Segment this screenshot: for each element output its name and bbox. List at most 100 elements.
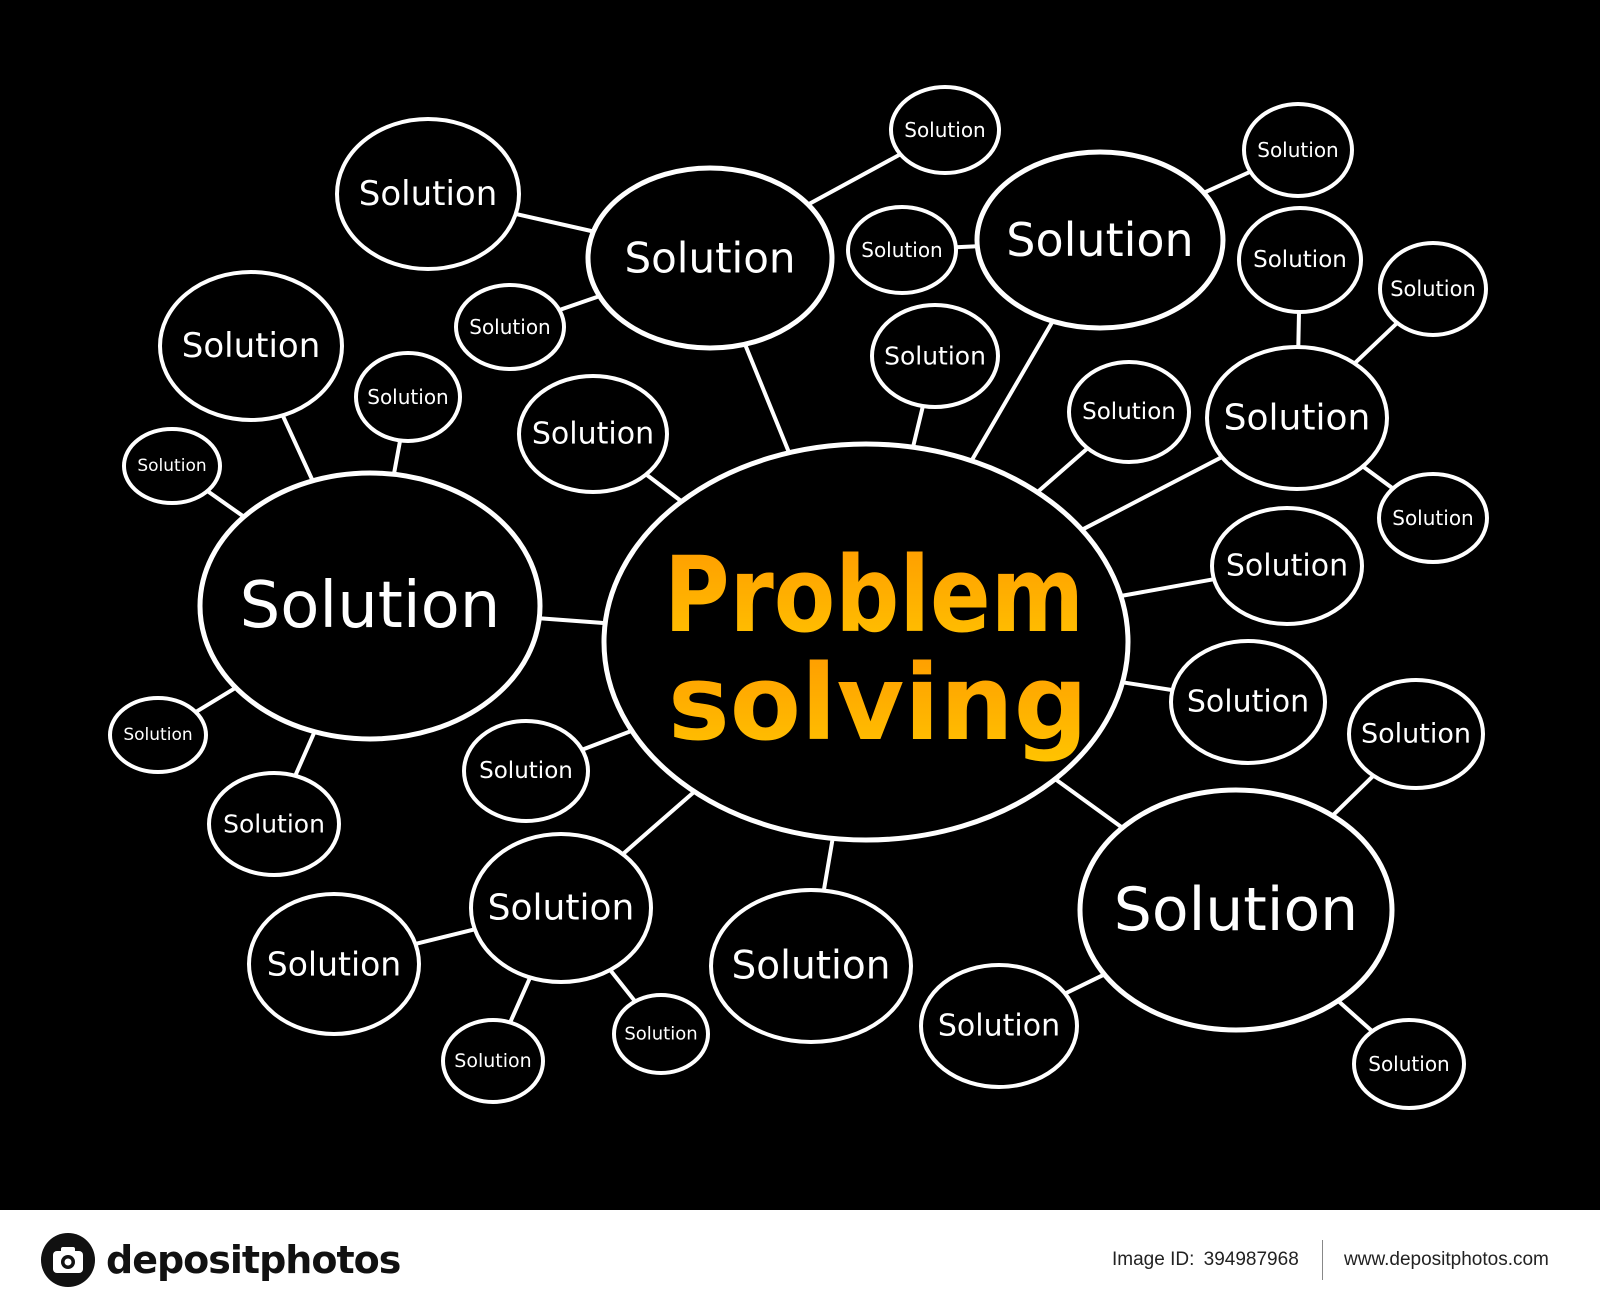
connector-lines <box>193 152 1400 1034</box>
solution-node: Solution <box>974 149 1226 331</box>
solution-node: Solution <box>889 85 1001 175</box>
connector-line <box>1120 680 1175 693</box>
connector-line <box>620 789 697 857</box>
connector-line <box>1053 777 1125 830</box>
solution-node: Solution <box>1169 639 1327 765</box>
solution-node-ellipse <box>462 719 590 823</box>
solution-node: Solution <box>207 771 341 877</box>
solution-node: Solution <box>197 470 543 742</box>
connector-line <box>1330 773 1376 818</box>
connector-line <box>1352 320 1400 366</box>
solution-node-ellipse <box>1377 472 1489 564</box>
solution-node-label: Solution <box>624 1024 697 1045</box>
connector-line <box>608 968 638 1004</box>
solution-node-label: Solution <box>267 945 401 984</box>
solution-node-ellipse <box>108 696 208 774</box>
central-topic-line2: solving <box>668 642 1088 764</box>
solution-node: Solution <box>454 283 566 371</box>
solution-node-label: Solution <box>904 118 985 142</box>
connector-line <box>1079 455 1224 532</box>
solution-node-ellipse <box>454 283 566 371</box>
stock-footer-bar: depositphotos Image ID: 394987968 www.de… <box>0 1210 1600 1309</box>
solution-node-ellipse <box>709 888 913 1044</box>
connector-line <box>1035 446 1090 495</box>
connector-line <box>1360 464 1395 491</box>
solution-node-ellipse <box>1237 206 1363 314</box>
connector-line <box>1336 998 1375 1034</box>
solution-node: Solution <box>1237 206 1363 314</box>
connector-line <box>821 836 835 893</box>
site-url-link[interactable]: www.depositphotos.com <box>1344 1249 1549 1270</box>
solution-node: Solution <box>1210 506 1364 626</box>
solution-node: Solution <box>158 270 344 422</box>
solution-node-ellipse <box>517 374 669 494</box>
solution-node-ellipse <box>889 85 1001 175</box>
solution-node-ellipse <box>1067 360 1191 464</box>
solution-node-label: Solution <box>182 326 321 366</box>
connector-line <box>580 728 634 752</box>
solution-node-label: Solution <box>1114 875 1358 945</box>
connector-line <box>193 685 238 715</box>
connector-line <box>413 927 477 946</box>
solution-node-ellipse <box>1378 241 1488 337</box>
solution-node-ellipse <box>247 892 421 1036</box>
solution-node-ellipse <box>1169 639 1327 765</box>
solution-node-ellipse <box>846 205 958 295</box>
solution-node-ellipse <box>870 303 1000 409</box>
connector-line <box>205 489 246 519</box>
connector-line <box>557 294 602 312</box>
solution-node-label: Solution <box>1368 1052 1449 1076</box>
connector-line <box>911 404 925 450</box>
solution-node: Solution <box>1077 787 1395 1033</box>
solution-node: Solution <box>517 374 669 494</box>
solution-node-ellipse <box>1077 787 1395 1033</box>
solution-node-ellipse <box>207 771 341 877</box>
solution-node: Solution <box>919 963 1079 1089</box>
solution-node-ellipse <box>197 470 543 742</box>
solution-node: Solution <box>846 205 958 295</box>
solution-node-ellipse <box>354 351 462 443</box>
solution-node-ellipse <box>469 832 653 984</box>
solution-node: Solution <box>612 993 710 1075</box>
solution-node-label: Solution <box>223 810 325 839</box>
image-id-label: Image ID: <box>1112 1249 1195 1270</box>
solution-node-ellipse <box>974 149 1226 331</box>
solution-node: Solution <box>469 832 653 984</box>
solution-node-ellipse <box>122 427 222 505</box>
solution-node-label: Solution <box>137 456 206 476</box>
solution-node-ellipse <box>1242 102 1354 198</box>
solution-node-label: Solution <box>367 385 448 409</box>
solution-nodes: SolutionSolutionSolutionSolutionSolution… <box>108 85 1489 1110</box>
solution-node-label: Solution <box>884 342 986 371</box>
solution-node: Solution <box>441 1018 545 1104</box>
solution-node: Solution <box>709 888 913 1044</box>
solution-node-ellipse <box>612 993 710 1075</box>
solution-node: Solution <box>354 351 462 443</box>
connector-line <box>1063 972 1107 996</box>
solution-node: Solution <box>108 696 208 774</box>
brand-logo-text[interactable]: depositphotos <box>106 1238 401 1282</box>
solution-node-label: Solution <box>532 417 654 452</box>
solution-node: Solution <box>1242 102 1354 198</box>
solution-node-label: Solution <box>479 758 573 784</box>
solution-node-label: Solution <box>732 944 891 989</box>
solution-node: Solution <box>122 427 222 505</box>
footer-divider <box>1322 1240 1323 1280</box>
solution-node: Solution <box>335 117 521 271</box>
connector-line <box>1201 169 1253 195</box>
solution-node-label: Solution <box>454 1050 531 1072</box>
solution-node: Solution <box>462 719 590 823</box>
camera-logo-icon <box>41 1233 95 1287</box>
solution-node-ellipse <box>1347 678 1485 790</box>
connector-line <box>969 319 1055 463</box>
solution-node-label: Solution <box>624 234 795 283</box>
solution-node: Solution <box>1352 1018 1466 1110</box>
solution-node: Solution <box>870 303 1000 409</box>
solution-node-label: Solution <box>1006 213 1193 267</box>
solution-node-ellipse <box>1205 345 1389 491</box>
solution-node-ellipse <box>1210 506 1364 626</box>
solution-node-ellipse <box>158 270 344 422</box>
solution-node-label: Solution <box>1253 247 1347 273</box>
connector-line <box>644 472 684 504</box>
central-topic-line1: Problem <box>664 534 1084 656</box>
